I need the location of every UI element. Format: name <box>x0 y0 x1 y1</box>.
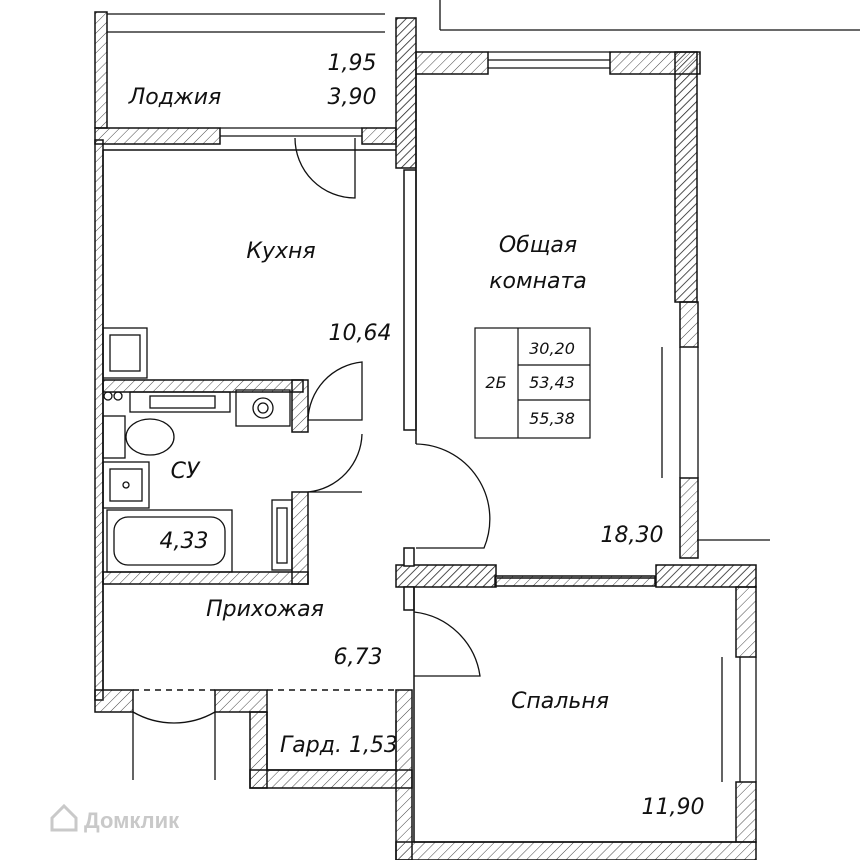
wall-wardrobe-bottom <box>249 769 413 789</box>
bath-cabinet <box>129 391 231 413</box>
bathroom-name: СУ <box>171 459 201 484</box>
wall-wardrobe-right <box>395 689 413 860</box>
wall-column-left <box>395 564 497 588</box>
watermark-text: Домклик <box>84 808 180 833</box>
wall-hall-bottom-right <box>214 689 268 713</box>
fixtures <box>102 327 293 573</box>
door-entrance <box>132 711 216 780</box>
house-icon <box>50 803 78 832</box>
wall-loggia-left <box>94 11 108 129</box>
table-type-label: 2Б <box>485 373 506 392</box>
door-living <box>415 443 491 549</box>
watermark: Домклик <box>50 803 180 833</box>
wall-left <box>94 139 104 701</box>
door-loggia <box>294 137 356 199</box>
living-area: 18,30 <box>601 523 664 548</box>
walls <box>94 11 757 860</box>
kitchen-sink <box>102 327 148 379</box>
door-kitchen <box>307 361 363 421</box>
wardrobe-label: Гард. 1,53 <box>280 733 398 758</box>
bathtub <box>106 509 233 573</box>
bathroom-area: 4,33 <box>160 529 209 554</box>
towel-rail <box>271 499 293 571</box>
bedroom-area: 11,90 <box>642 795 705 820</box>
bedroom-name: Спальня <box>511 689 609 714</box>
table-total-with-loggia: 55,38 <box>529 409 575 428</box>
living-name-line1: Общая <box>499 233 577 258</box>
summary-table <box>474 327 591 439</box>
washbasin <box>102 461 150 509</box>
table-living-area: 30,20 <box>529 339 575 358</box>
doors <box>132 137 491 780</box>
door-bath <box>307 433 363 493</box>
wall-bath-right-top <box>291 379 309 433</box>
windows <box>107 0 860 782</box>
wall-living-right <box>679 301 699 348</box>
wall-loggia-bottom <box>94 127 221 145</box>
wall-bedroom-bottom <box>395 841 757 860</box>
loggia-name: Лоджия <box>128 85 222 110</box>
wall-bath-bottom <box>102 571 309 585</box>
wall-bedroom-right <box>735 586 757 658</box>
loggia-area-primary: 1,95 <box>328 51 377 76</box>
table-total-area: 53,43 <box>529 373 575 392</box>
wall-loggia-right-dark <box>395 17 417 169</box>
wall-living-top <box>415 51 489 75</box>
loggia-area-secondary: 3,90 <box>328 85 377 110</box>
wall-loggia-bottom-right <box>361 127 397 145</box>
wall-bedroom-right-low <box>735 781 757 843</box>
wall-living-right-low <box>679 477 699 559</box>
wall-hall-bedroom <box>403 586 415 611</box>
wall-bath-right-bottom <box>291 491 309 585</box>
kitchen-name: Кухня <box>246 239 315 264</box>
wall-column-right <box>655 564 757 588</box>
toilet-bowl <box>125 418 175 456</box>
washing-machine <box>235 389 291 427</box>
hallway-area: 6,73 <box>334 645 383 670</box>
hallway-name: Прихожая <box>206 597 324 622</box>
wall-living-right-dark <box>674 51 698 303</box>
toilet-tank <box>102 415 126 459</box>
door-bedroom <box>413 611 481 677</box>
room-outlines <box>102 74 736 843</box>
wall-kitchen-living <box>403 169 417 431</box>
wall-hall-living <box>403 547 415 567</box>
kitchen-area: 10,64 <box>329 321 392 346</box>
living-name-line2: комната <box>489 269 587 294</box>
wall-hall-bottom-left <box>94 689 134 713</box>
